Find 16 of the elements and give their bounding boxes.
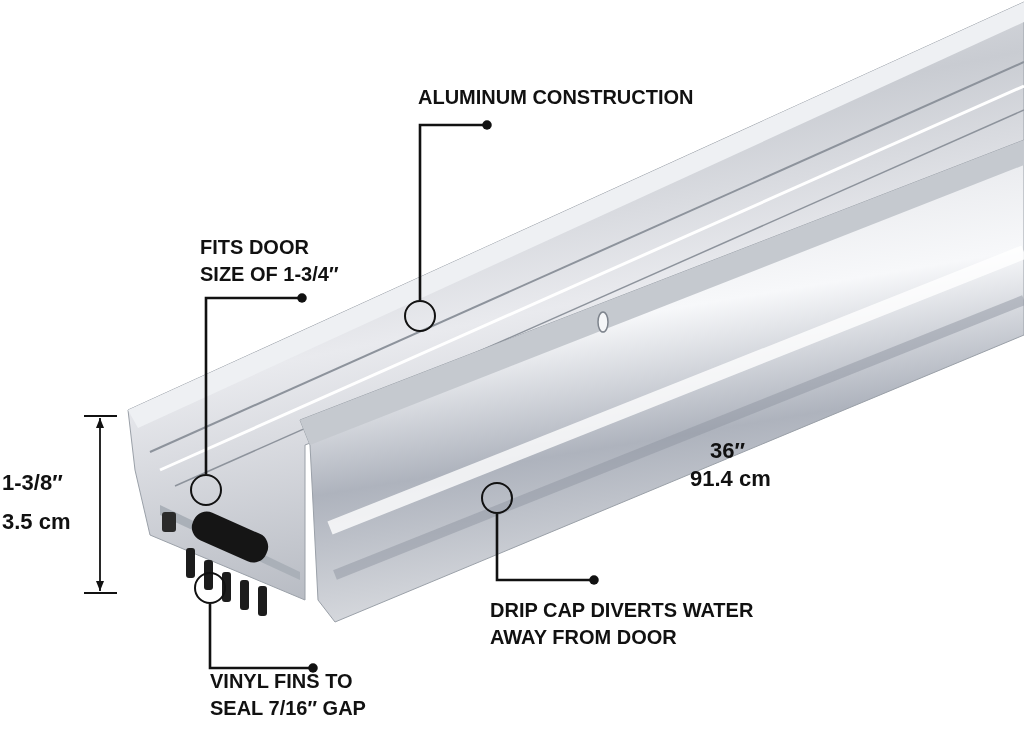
dimension-label: 91.4 cm bbox=[690, 466, 771, 492]
callout-text: ALUMINUM CONSTRUCTION bbox=[418, 85, 694, 110]
dimension-label: 36″ bbox=[710, 438, 745, 464]
callout-text: DRIP CAP DIVERTS WATER AWAY FROM DOOR bbox=[490, 598, 755, 650]
callout-text: VINYL FINS TO SEAL 7/16″ GAP bbox=[210, 669, 367, 721]
callout-circle bbox=[404, 300, 436, 332]
leader-line bbox=[208, 604, 318, 673]
dimension-label: 1-3/8″ bbox=[2, 470, 63, 496]
dimension-label: 3.5 cm bbox=[2, 509, 71, 535]
leader-line bbox=[418, 120, 492, 300]
callout-text: FITS DOOR SIZE OF 1-3/4″ bbox=[200, 235, 340, 287]
callout-circle bbox=[194, 572, 226, 604]
callout-circle bbox=[481, 482, 513, 514]
leader-line bbox=[495, 514, 599, 585]
leader-line bbox=[204, 293, 307, 474]
callout-circle bbox=[190, 474, 222, 506]
